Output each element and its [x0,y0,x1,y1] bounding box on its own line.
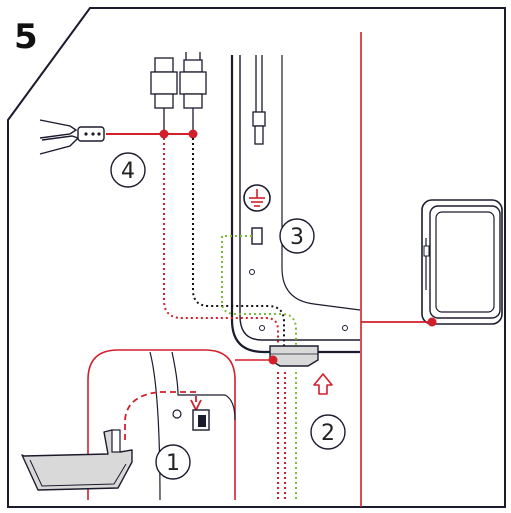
pv-connector-plus-icon [150,57,178,132]
cable-route-black [192,138,285,346]
cable-gland-icon [269,345,319,367]
leader-dot [159,129,169,139]
crimping-tool-icon [39,119,105,155]
callout-4: 4 [110,152,146,188]
cable-route-green [221,235,297,346]
screw-icon [342,325,348,331]
callout-1: 1 [155,444,191,480]
callout-2-label: 2 [321,421,335,446]
device-housing [230,55,361,354]
ground-terminal [251,227,263,245]
callout-3-label: 3 [290,225,304,250]
callout-1-label: 1 [166,451,180,476]
hinged-panel-icon [421,199,503,325]
antenna-cable [252,55,266,145]
screw-icon [172,409,182,419]
pv-connector-minus-icon [179,52,207,132]
callout-2: 2 [310,414,346,450]
callout-4-label: 4 [121,159,135,184]
screw-icon [259,325,265,331]
ground-symbol-icon [243,184,271,212]
callout-3: 3 [279,218,315,254]
cover-plate-icon [21,429,133,491]
leader-dot [188,129,198,139]
wall-mount-icon [427,317,437,327]
up-arrow-icon [313,373,333,395]
screw-icon [249,269,255,275]
step-number: 5 [14,17,38,57]
page-frame [7,7,506,508]
